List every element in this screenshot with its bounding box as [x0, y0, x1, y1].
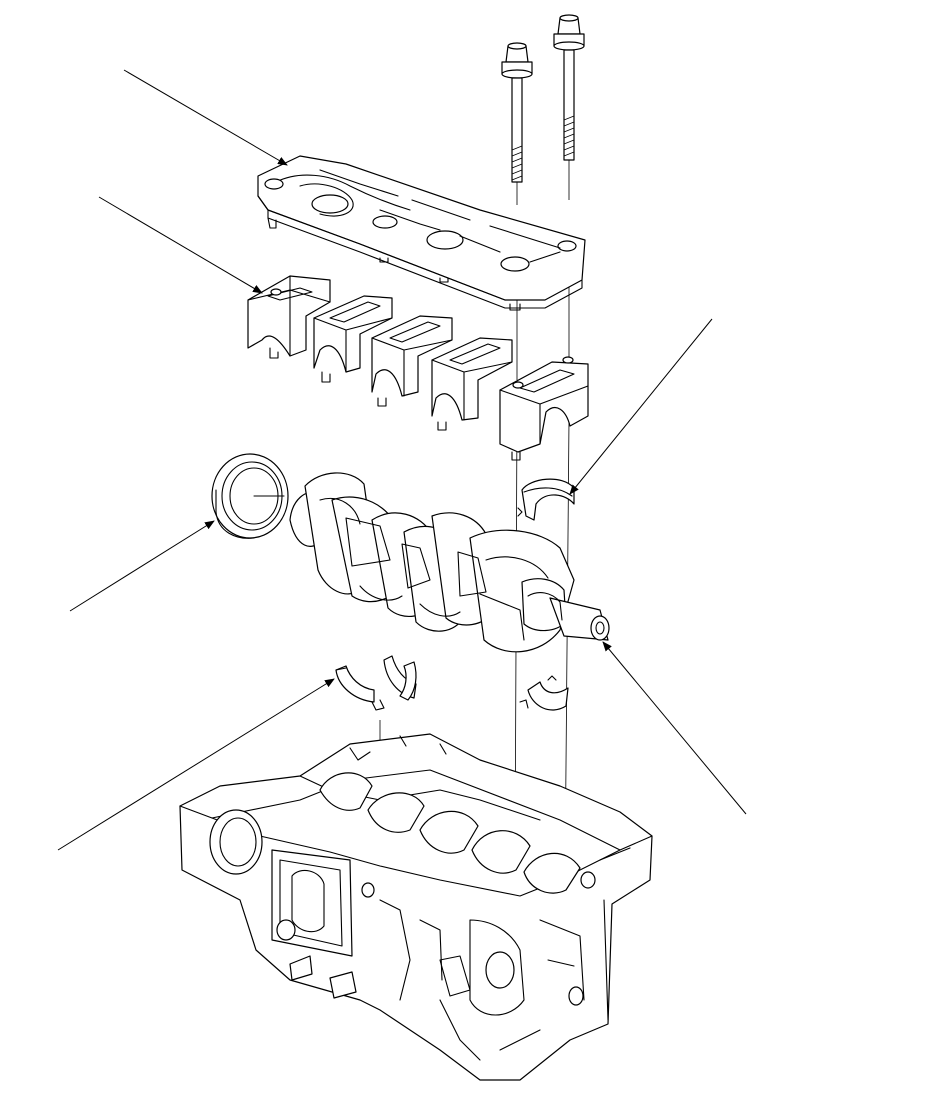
crankshaft [289, 472, 610, 653]
main-bearing-cap-4 [431, 337, 513, 431]
main-bearing-cap-2 [313, 295, 393, 383]
bearing-cap-bridge [257, 155, 586, 311]
callout-crankshaft-oil-seal [69, 520, 215, 612]
upper-bearing-shell [517, 478, 575, 521]
callout-upper-bearing-shell [569, 318, 713, 495]
cylinder-block [179, 733, 653, 1081]
callout-lower-bearing-shells [57, 678, 335, 851]
crankshaft-oil-seal [211, 453, 289, 539]
lower-bearing-shells-left [335, 655, 417, 711]
bolt-right [553, 14, 585, 161]
main-bearing-cap-1 [247, 275, 331, 359]
main-bearing-cap-5 [499, 356, 589, 461]
callout-main-bearing-caps [98, 196, 263, 294]
bolt-left [501, 42, 533, 183]
callout-crankshaft [602, 641, 747, 815]
lower-bearing-shell-right [519, 675, 569, 711]
main-bearing-cap-3 [371, 315, 453, 407]
callout-bearing-cap-bridge [123, 69, 288, 166]
